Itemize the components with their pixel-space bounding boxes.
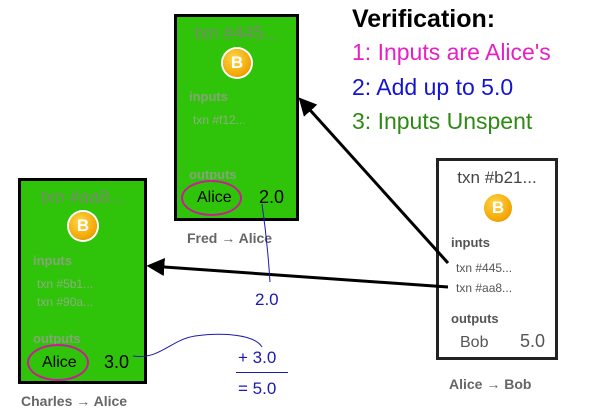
sum-total: = 5.0	[238, 379, 277, 398]
verification-rule: 3: Inputs Unspent	[352, 108, 533, 134]
sum-first-value: 2.0	[255, 290, 279, 309]
txn-id: txn #aa8...	[40, 187, 125, 207]
txn-id: txn #445...	[194, 23, 279, 43]
verification-rule: 2: Add up to 5.0	[352, 74, 514, 100]
highlight-ellipse	[181, 180, 242, 216]
bitcoin-icon: B	[484, 194, 512, 222]
output-recipient: Bob	[460, 334, 489, 351]
input-ref: txn #445...	[456, 261, 513, 275]
value-connector	[132, 333, 263, 357]
bitcoin-icon: B	[69, 212, 97, 240]
verification-title: Verification:	[352, 5, 496, 33]
inputs-label: inputs	[451, 235, 490, 250]
input-arrow	[146, 258, 449, 289]
output-amount: 2.0	[259, 187, 285, 207]
bob-txn-card: txn #b21... B inputs txn #445... txn #aa…	[436, 158, 558, 360]
txn-caption: Fred → Alice	[187, 230, 273, 246]
inputs-label: inputs	[33, 253, 72, 268]
output-amount: 5.0	[520, 331, 546, 351]
input-arrow	[298, 97, 450, 265]
input-ref: txn #aa8...	[456, 281, 513, 295]
inputs-label: inputs	[189, 89, 228, 104]
verification-rule: 1: Inputs are Alice's	[352, 39, 551, 65]
txn-caption: Charles → Alice	[21, 393, 128, 409]
sum-second-value: + 3.0	[238, 348, 277, 367]
outputs-label: outputs	[189, 167, 237, 182]
sum-divider	[236, 372, 288, 373]
output-amount: 3.0	[104, 352, 130, 372]
input-ref: txn #f12...	[193, 113, 246, 127]
outputs-label: outputs	[33, 331, 81, 346]
input-ref: txn #90a...	[37, 295, 94, 309]
txn-caption: Alice → Bob	[449, 376, 532, 392]
bitcoin-icon: B	[223, 49, 251, 77]
txn-id: txn #b21...	[457, 168, 537, 187]
outputs-label: outputs	[451, 311, 499, 326]
value-connector	[261, 203, 271, 283]
highlight-ellipse	[27, 344, 89, 381]
input-ref: txn #5b1...	[37, 277, 94, 291]
